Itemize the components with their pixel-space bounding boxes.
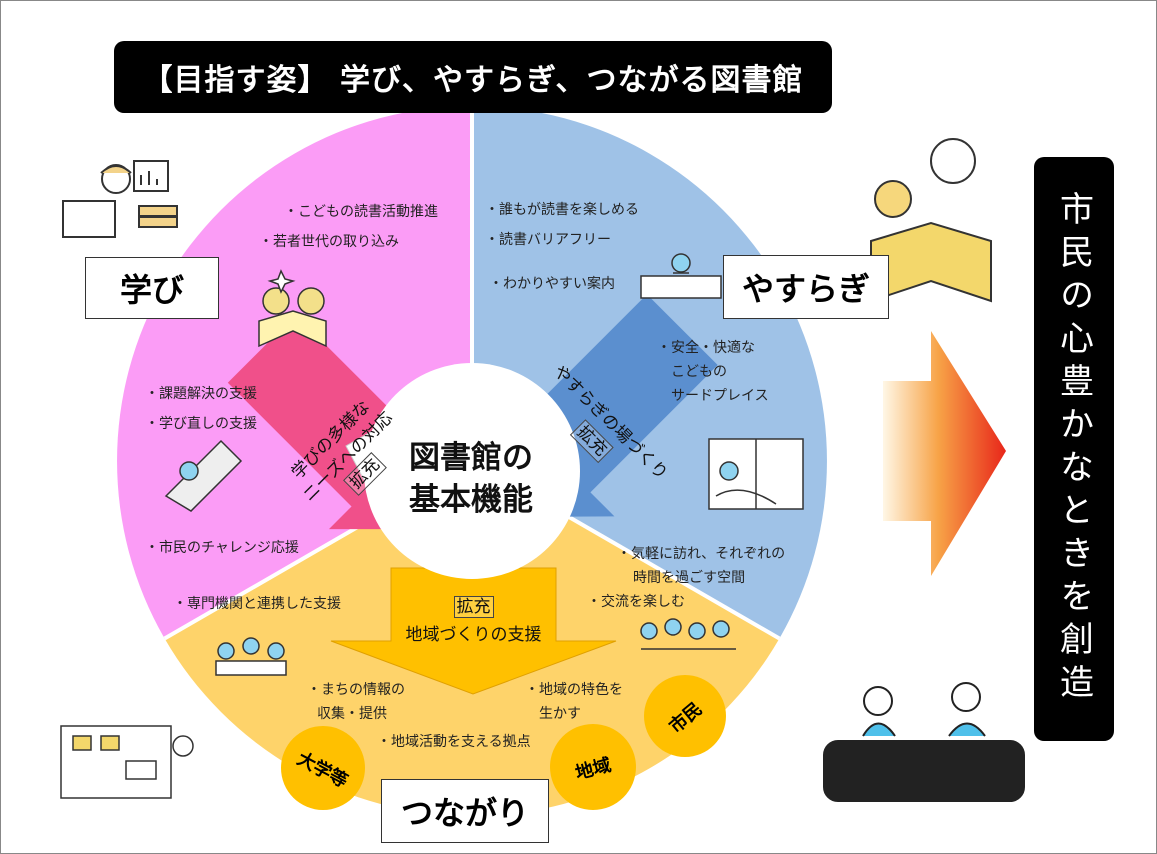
label-manabi: 学び	[85, 257, 219, 319]
label-tsunagari: つながり	[381, 779, 549, 843]
person-slide-icon	[164, 439, 243, 512]
tsunagari-arrow-tag: 拡充	[453, 596, 494, 618]
person-laptop-chart-icon	[62, 160, 178, 238]
circle-daigaku	[281, 726, 365, 810]
children-reading-icon	[258, 269, 327, 348]
people-cheering-icon	[640, 618, 736, 650]
yasuragi-item-4: ・安全・快適な	[657, 340, 755, 356]
yasuragi-item-3: ・わかりやすい案内	[489, 276, 615, 292]
yasuragi-item-2: ・読書バリアフリー	[485, 232, 611, 248]
yasuragi-item-7: ・気軽に訪れ、それぞれの	[617, 546, 786, 562]
manabi-item-5: ・市民のチャレンジ応援	[145, 540, 299, 556]
tsunagari-item-5: ・地域の特色を	[525, 682, 623, 698]
center-label: 図書館の 基本機能	[391, 437, 551, 521]
gradient-arrow-icon	[883, 331, 1006, 576]
tsunagari-arrow-line1: 地域づくりの支援	[405, 625, 542, 645]
manabi-item-4: ・学び直しの支援	[145, 416, 257, 432]
tsunagari-item-2: ・交流を楽しむ	[587, 594, 685, 610]
center-line1: 図書館の	[409, 440, 533, 476]
label-yasuragi: やすらぎ	[723, 255, 889, 319]
manabi-item-3: ・課題解決の支援	[145, 386, 257, 402]
person-desk-icon	[640, 253, 722, 299]
manabi-item-2: ・若者世代の取り込み	[259, 234, 399, 250]
manabi-item-1: ・こどもの読書活動推進	[284, 204, 438, 220]
tsunagari-arrow-text: 拡充 地域づくりの支援	[391, 593, 556, 649]
person-window-reading-icon	[708, 438, 804, 510]
center-line2: 基本機能	[409, 482, 533, 518]
vertical-banner: 市民の心豊かなときを創造	[1034, 157, 1114, 741]
yasuragi-item-6: サードプレイス	[671, 388, 769, 404]
tsunagari-arrow	[330, 567, 617, 695]
yasuragi-item-1: ・誰もが読書を楽しめる	[485, 202, 639, 218]
parent-child-reading-icon	[870, 138, 992, 303]
tsunagari-item-3: ・まちの情報の	[307, 682, 405, 698]
tsunagari-item-4: 収集・提供	[317, 706, 387, 722]
page-title: 【目指す姿】 学び、やすらぎ、つながる図書館	[114, 41, 832, 113]
yasuragi-item-5: こどもの	[671, 364, 727, 380]
tsunagari-item-1: ・専門機関と連携した支援	[173, 596, 341, 612]
family-sofa-icon	[823, 682, 1025, 802]
planning-board-icon	[60, 725, 194, 799]
circle-chiiki	[550, 724, 636, 810]
circle-shimin	[644, 675, 726, 757]
tsunagari-item-7: ・地域活動を支える拠点	[377, 734, 531, 750]
yasuragi-item-8: 時間を過ごす空間	[633, 570, 746, 586]
tsunagari-item-6: 生かす	[539, 706, 581, 722]
group-meeting-icon	[215, 637, 287, 676]
